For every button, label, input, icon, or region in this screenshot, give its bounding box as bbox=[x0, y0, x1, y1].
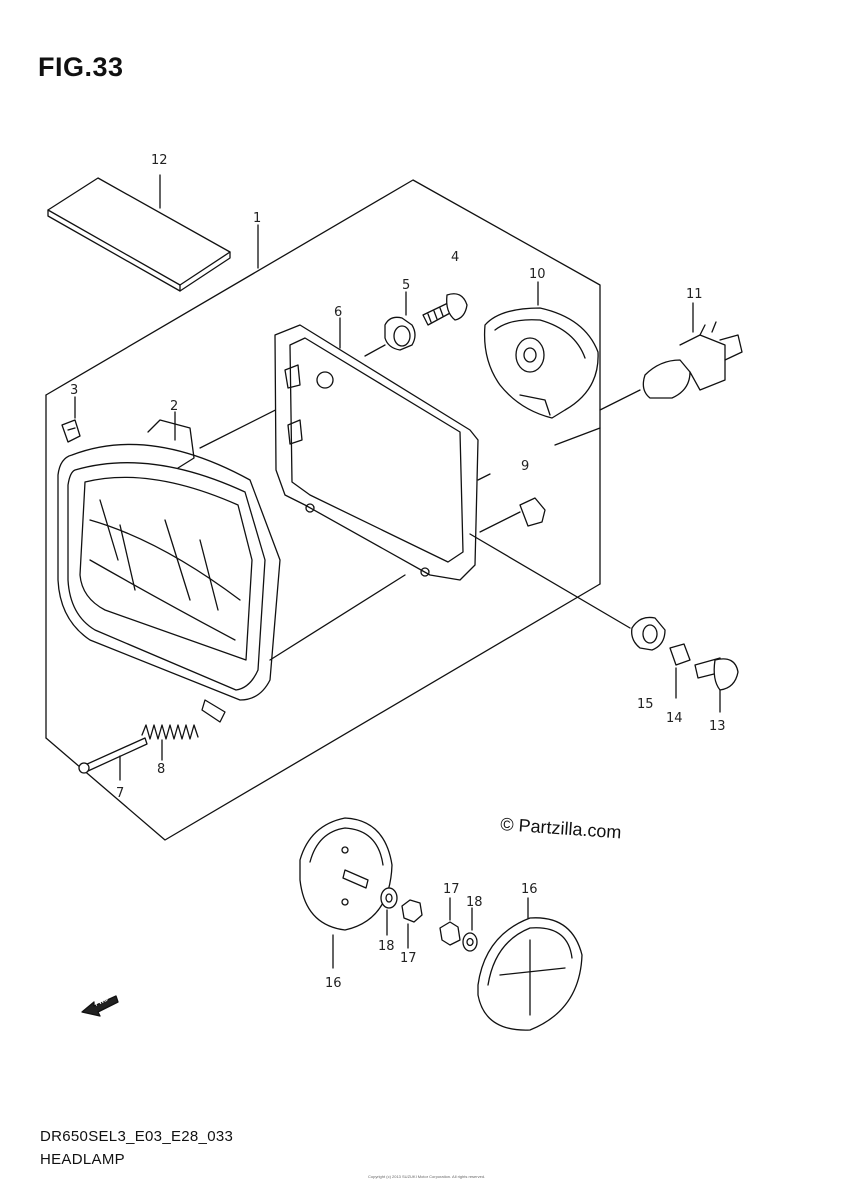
part-6-frame bbox=[274, 317, 491, 581]
callout-16-right: 16 bbox=[521, 882, 538, 897]
diagram-name: HEADLAMP bbox=[40, 1151, 125, 1168]
part-18-washer-right bbox=[462, 907, 478, 952]
callout-labels: 12 1 4 10 11 5 6 3 2 9 15 14 13 8 7 17 1… bbox=[70, 153, 726, 991]
callout-11: 11 bbox=[686, 287, 703, 302]
part-18-washer-left bbox=[380, 887, 398, 936]
part-7-screw bbox=[78, 737, 148, 781]
part-2-headlamp-unit bbox=[57, 379, 406, 723]
part-9-clip bbox=[469, 497, 631, 629]
callout-8: 8 bbox=[157, 762, 165, 777]
watermark-text: © Partzilla.com bbox=[500, 814, 622, 842]
callout-14: 14 bbox=[666, 711, 683, 726]
part-17-nut-left bbox=[401, 899, 423, 949]
part-12-plate bbox=[47, 174, 231, 292]
figure-title: FIG.33 bbox=[38, 52, 124, 82]
callout-13: 13 bbox=[709, 719, 726, 734]
part-10-socket-cover bbox=[483, 281, 599, 419]
part-16-cover-right bbox=[477, 897, 583, 1031]
callout-9: 9 bbox=[521, 459, 529, 474]
part-8-spring bbox=[141, 724, 199, 761]
part-14-collar bbox=[669, 643, 691, 699]
part-13-screw bbox=[694, 657, 739, 713]
part-15-grommet bbox=[631, 616, 666, 651]
part-11-bulb bbox=[599, 302, 743, 411]
forward-direction-arrow bbox=[81, 995, 119, 1017]
callout-1: 1 bbox=[253, 211, 261, 226]
callout-15: 15 bbox=[637, 697, 654, 712]
callout-17-right: 17 bbox=[443, 882, 460, 897]
callout-10: 10 bbox=[529, 267, 546, 282]
callout-5: 5 bbox=[402, 278, 410, 293]
part-16-cover-left bbox=[299, 817, 393, 969]
callout-7: 7 bbox=[116, 786, 124, 801]
copyright-note: Copyright (c) 2013 SUZUKI Motor Corporat… bbox=[368, 1174, 486, 1179]
part-3-clip bbox=[61, 396, 81, 443]
callout-3: 3 bbox=[70, 383, 78, 398]
callout-6: 6 bbox=[334, 305, 342, 320]
diagram-code: DR650SEL3_E03_E28_033 bbox=[40, 1128, 234, 1145]
callout-16-left: 16 bbox=[325, 976, 342, 991]
callout-18-left: 18 bbox=[378, 939, 395, 954]
callout-12: 12 bbox=[151, 153, 168, 168]
part-17-nut-right bbox=[439, 897, 461, 946]
callout-2: 2 bbox=[170, 399, 178, 414]
part-4-bolt bbox=[422, 293, 468, 326]
part-5-grommet bbox=[364, 291, 416, 357]
callout-17-left: 17 bbox=[400, 951, 417, 966]
callout-18-right: 18 bbox=[466, 895, 483, 910]
callout-4: 4 bbox=[451, 250, 459, 265]
forward-label: FWD bbox=[94, 996, 110, 1007]
